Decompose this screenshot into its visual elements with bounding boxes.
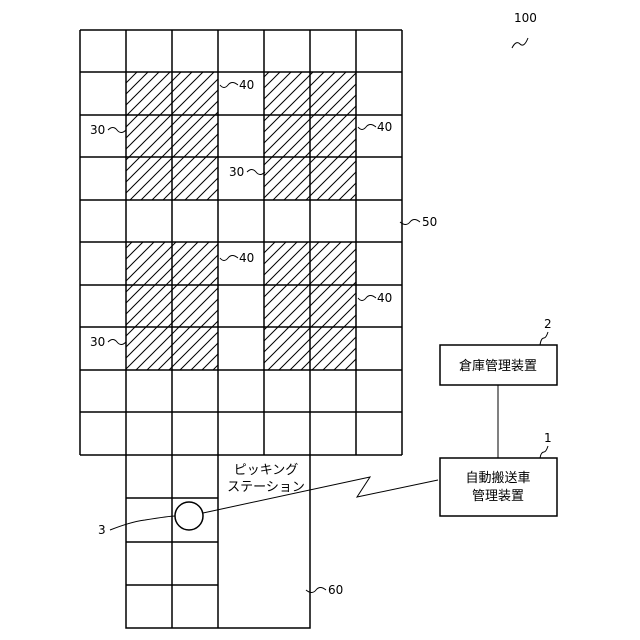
warehouse-label: 50 (422, 215, 437, 229)
rack-blocks (126, 72, 356, 370)
rack-label-30-center: 30 (229, 165, 244, 179)
warehouse-management-label: 倉庫管理装置 (459, 359, 537, 374)
vehicle-management-ref: 1 (544, 431, 552, 445)
picking-area-label: 60 (328, 583, 343, 597)
figure-number: 100 (514, 11, 537, 25)
vehicle-management-label-line2: 管理装置 (472, 489, 524, 504)
rack-label-30-left-lower: 30 (90, 335, 105, 349)
rack-label-40-top: 40 (239, 78, 254, 92)
rack-label-40-middle: 40 (239, 251, 254, 265)
picking-station-label-line1: ピッキング (234, 463, 299, 478)
vehicle-management-label-line1: 自動搬送車 (465, 471, 530, 486)
vehicle-label: 3 (98, 523, 106, 537)
rack-label-40-right-lower: 40 (377, 291, 392, 305)
rack-label-30-left-upper: 30 (90, 123, 105, 137)
vehicle-management-box (440, 458, 557, 516)
picking-station-label-line2: ステーション (227, 480, 305, 495)
warehouse-management-ref: 2 (544, 317, 552, 331)
automated-vehicle (175, 502, 203, 530)
rack-label-40-right-upper: 40 (377, 120, 392, 134)
